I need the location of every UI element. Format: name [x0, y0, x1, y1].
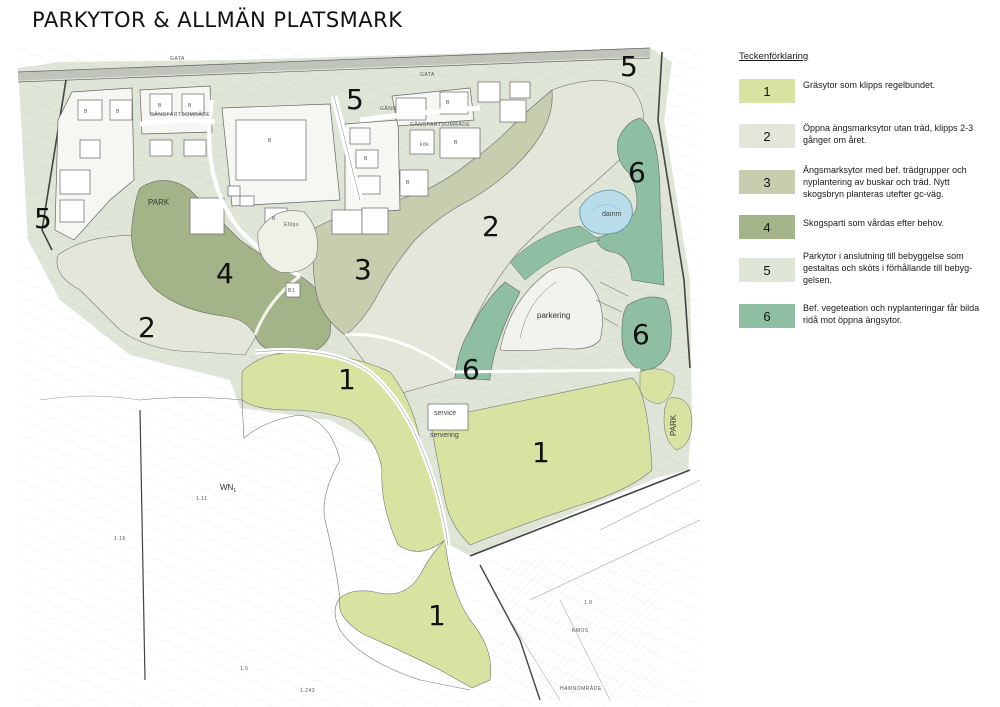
zone-label-1a: 1 — [338, 363, 356, 396]
top-road — [17, 47, 651, 81]
building-b: B — [364, 156, 368, 162]
num-1-11: 1.11 — [196, 496, 207, 502]
legend-swatch-4: 4 — [739, 215, 795, 239]
num-1-243: 1.243 — [300, 688, 315, 694]
pond-label: damm — [602, 211, 622, 218]
legend-swatch-2: 2 — [739, 124, 795, 148]
service-label: service — [434, 410, 456, 417]
legend-number: 4 — [763, 219, 771, 235]
building-b: B — [454, 140, 458, 146]
park-label-1: PARK — [148, 198, 170, 207]
zone-label-5c: 5 — [620, 50, 638, 83]
legend-text-4: Skogsparti som vårdas efter behov. — [803, 218, 944, 228]
zone-1-peninsula — [338, 539, 492, 689]
street-name-top-right: GATA — [420, 72, 435, 78]
kok-label: kök — [420, 142, 429, 148]
legend-text-6: Bef. vegeteation och nyplanteringar får … — [803, 303, 980, 325]
tree-strip — [509, 225, 601, 281]
gang-label: GÅNG — [380, 105, 397, 112]
legend-swatch-3: 3 — [739, 170, 795, 194]
zone-label-1b: 1 — [532, 436, 550, 469]
dangfart-label-1: GÅNGFARTSOMRÅDE — [150, 111, 210, 118]
zone-label-1c: 1 — [428, 599, 446, 632]
zone-label-5b: 5 — [346, 83, 364, 116]
dangfart-label-2: GÅNGFARTSOMRÅDE — [410, 121, 470, 128]
building-b: B — [84, 109, 88, 115]
park-oval-right — [663, 397, 693, 451]
zone-label-2b: 2 — [482, 210, 500, 243]
ellipse-park — [257, 210, 318, 273]
building-b: B — [406, 180, 410, 186]
num-1-8: 1.8 — [584, 600, 592, 606]
legend-text-1: Gräsytor som klipps regelbundet. — [803, 80, 936, 90]
legend-swatch-1: 1 — [739, 79, 795, 103]
building-b: B — [116, 109, 120, 115]
legend-number: 6 — [763, 308, 771, 324]
boundary-bottom — [469, 469, 691, 557]
hamnomrade-label: HAMNOMRÅDE — [560, 685, 602, 692]
zone-label-5a: 5 — [34, 202, 52, 235]
building-b: B — [158, 103, 162, 109]
internal-street-2 — [359, 105, 481, 123]
servering-label: servering — [430, 432, 459, 439]
num-1-16: 1.16 — [114, 536, 126, 542]
building-b: B — [268, 138, 272, 144]
park-label-2: PARK — [669, 414, 678, 436]
building-b: B — [188, 103, 192, 109]
zone-1-sports-field — [429, 377, 653, 546]
legend-number: 2 — [763, 128, 771, 144]
zone-6-bottom-left — [454, 281, 521, 381]
b1-label: B1 — [288, 288, 295, 294]
building-b: B — [272, 216, 276, 222]
parking-area — [499, 266, 603, 351]
legend-number: 5 — [763, 262, 771, 278]
zone-label-4: 4 — [216, 257, 234, 290]
page-title: PARKYTOR & ALLMÄN PLATSMARK — [32, 8, 403, 32]
legend-text-5: Parkytor i anslutning till bebyggelse so… — [803, 251, 973, 285]
legend-text-2: Öppna ängsmarksytor utan träd, klipps 2-… — [803, 123, 974, 145]
zone-1-small — [639, 368, 675, 405]
zone-label-6b: 6 — [632, 318, 650, 351]
legend-text-3: Ängsmarksytor med bef. trädgrupper och n… — [803, 165, 967, 199]
legend: Teckenförklaring 1 Gräsytor som klipps r… — [739, 51, 989, 328]
harbor-hatch — [500, 560, 660, 700]
num-1-5: 1.5 — [240, 666, 248, 672]
building-b: B — [446, 100, 450, 106]
wn-label: WN1 — [220, 483, 236, 494]
zone-label-3: 3 — [354, 253, 372, 286]
legend-number: 1 — [763, 83, 771, 99]
ellipse-label: Ellips — [284, 222, 299, 228]
parkering-label: parkering — [537, 311, 570, 320]
building-b-labels: B B B B B B B B B B — [84, 100, 458, 222]
zone-label-6a: 6 — [628, 156, 646, 189]
building-block — [54, 81, 531, 431]
legend-number: 3 — [763, 174, 771, 190]
pond — [579, 189, 633, 235]
shoreline — [139, 397, 471, 691]
legend-title: Teckenförklaring — [739, 51, 809, 62]
legend-swatch-5: 5 — [739, 258, 795, 282]
street-name-top-left: GATA — [170, 56, 185, 62]
zone-label-6c: 6 — [462, 353, 480, 386]
boundary-right — [657, 51, 691, 369]
zone-6-right — [621, 296, 672, 371]
kmos-label: KMOS — [572, 628, 589, 634]
zone-label-2a: 2 — [138, 311, 156, 344]
legend-swatch-6: 6 — [739, 304, 795, 328]
